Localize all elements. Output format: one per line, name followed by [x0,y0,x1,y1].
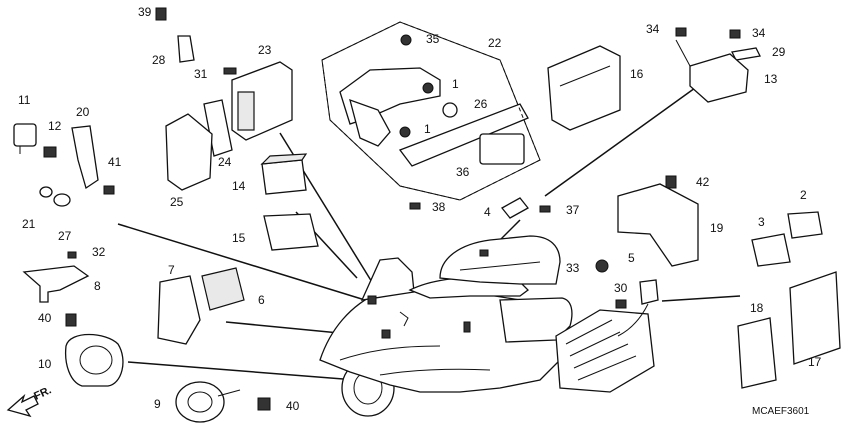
right-top-parts [547,27,761,131]
callout-12: 12 [48,119,62,133]
callout-11: 11 [18,93,31,107]
callout-18: 18 [750,301,764,315]
callout-27: 27 [58,229,72,243]
callout-25: 25 [170,195,184,209]
callout-14: 14 [232,179,246,193]
callout-15: 15 [232,231,246,245]
callout-38: 38 [432,200,446,214]
callout-8: 8 [94,279,101,293]
callout-16: 16 [630,67,644,81]
direction-label: FR. [32,384,53,402]
callout-numbers: 39 28 23 31 35 22 1 26 1 34 34 29 16 13 … [18,5,822,413]
callout-30: 30 [614,281,628,295]
middle-left-parts [155,7,319,345]
bottom-parts [175,381,271,423]
callout-28: 28 [152,53,166,67]
callout-31: 31 [194,67,208,81]
diagram-code: MCAEF3601 [752,406,810,417]
callout-21: 21 [22,217,36,231]
callout-40-a: 40 [38,311,52,325]
callout-10: 10 [38,357,52,371]
callout-34-b: 34 [752,26,766,40]
callout-29: 29 [772,45,786,59]
callout-20: 20 [76,105,90,119]
callout-17: 17 [808,355,822,369]
callout-22: 22 [488,36,502,50]
front-direction-arrow: FR. [6,384,53,418]
callout-13: 13 [764,72,778,86]
callout-23: 23 [258,43,272,57]
callout-2: 2 [800,188,807,202]
callout-36: 36 [456,165,470,179]
callout-42: 42 [696,175,710,189]
callout-24: 24 [218,155,232,169]
callout-19: 19 [710,221,724,235]
callout-26: 26 [474,97,488,111]
left-parts [13,123,124,387]
group-22-outline [321,21,541,201]
callout-34-a: 34 [646,22,660,36]
callout-41: 41 [108,155,122,169]
callout-9: 9 [154,397,161,411]
callout-37: 37 [566,203,580,217]
callout-35: 35 [426,32,440,46]
callout-32: 32 [92,245,106,259]
callout-40-b: 40 [286,399,300,413]
callout-4: 4 [484,205,491,219]
motorcycle [319,235,573,417]
callout-3: 3 [758,215,765,229]
callout-1-a: 1 [452,77,459,91]
callout-1-b: 1 [424,122,431,136]
right-middle-parts [501,175,841,393]
callout-6: 6 [258,293,265,307]
callout-5: 5 [628,251,635,265]
callout-33: 33 [566,261,580,275]
callout-7: 7 [168,263,175,277]
callout-39: 39 [138,5,152,19]
bracket-assembly-22 [321,21,541,210]
